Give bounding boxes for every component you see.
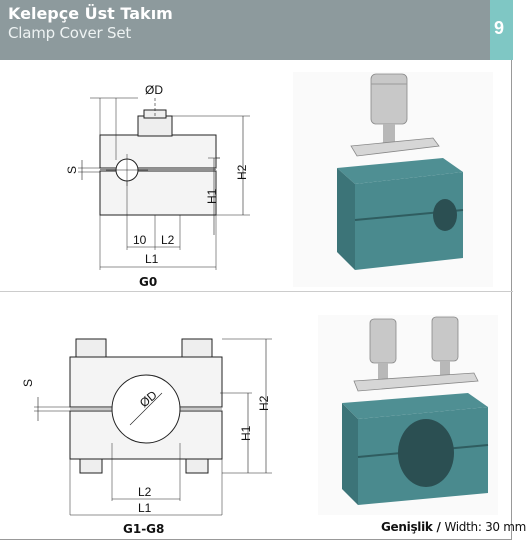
g1-dim-s: S	[21, 379, 35, 387]
page-header: Kelepçe Üst Takım Clamp Cover Set	[0, 0, 490, 60]
title-english: Clamp Cover Set	[8, 24, 132, 42]
g0-technical-drawing: ØD S H2 H1 10 L2 L1	[65, 83, 250, 270]
g0-dim-10: 10	[133, 233, 147, 247]
g1-technical-drawing: ØD S H2 H1 L2 L1	[21, 338, 272, 516]
g0-dim-s: S	[65, 166, 79, 174]
g0-dim-h1: H1	[205, 188, 219, 204]
page-number-tab: 9	[490, 0, 513, 60]
frame-right	[511, 60, 512, 540]
frame-bottom	[0, 539, 512, 540]
g1-dim-h2: H2	[257, 395, 271, 411]
g1-label: G1-G8	[123, 522, 165, 536]
g1-product-photo	[318, 315, 498, 515]
g1-dim-h1: H1	[239, 425, 253, 441]
title-turkish: Kelepçe Üst Takım	[8, 4, 173, 23]
g0-dim-h2: H2	[235, 164, 249, 180]
width-slash: /	[432, 520, 445, 534]
g0-dim-l1: L1	[145, 252, 159, 266]
g1-dim-l2: L2	[138, 485, 152, 499]
g0-dim-diameter: ØD	[145, 83, 163, 97]
width-note: Genişlik / Width: 30 mm	[381, 520, 526, 534]
g0-dim-l2: L2	[161, 233, 175, 247]
g1-dim-l1: L1	[138, 501, 152, 515]
section-divider	[0, 291, 513, 292]
g0-label: G0	[139, 275, 158, 289]
page-number: 9	[494, 18, 505, 38]
width-label-tr: Genişlik	[381, 520, 433, 534]
width-label-en: Width: 30 mm	[444, 520, 526, 534]
g0-product-photo	[293, 72, 493, 287]
